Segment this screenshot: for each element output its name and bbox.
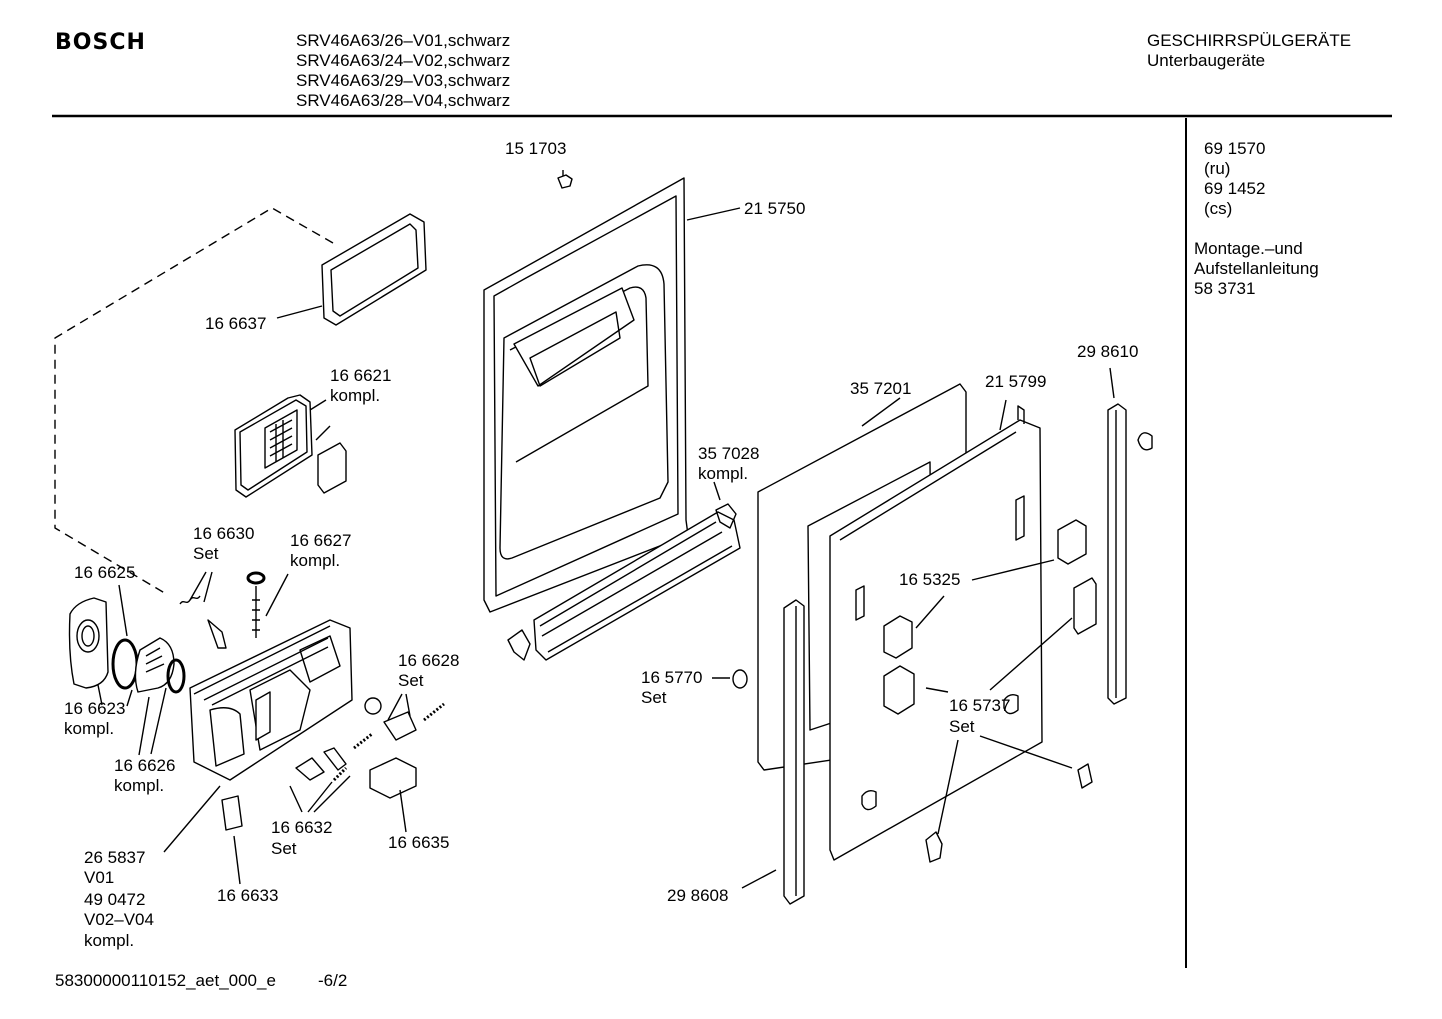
part-handle-front	[68, 584, 128, 689]
part-label: 35 7201	[850, 379, 912, 398]
part-lever	[207, 619, 227, 649]
part-dispenser-housing	[163, 619, 353, 853]
part-label: 21 5799	[985, 372, 1047, 391]
part-label: 16 5325	[899, 570, 961, 589]
footer-page: -6/2	[318, 971, 348, 990]
part-label: 16 6623	[64, 699, 126, 718]
part-seal-frame	[276, 213, 427, 326]
part-label: kompl.	[64, 719, 115, 738]
part-label: 16 6633	[217, 886, 279, 905]
part-label: 49 0472	[84, 890, 146, 909]
part-label: kompl.	[114, 776, 165, 795]
part-plug	[712, 669, 748, 689]
manual-title: Aufstellanleitung	[1194, 259, 1319, 278]
part-label: V02–V04	[84, 910, 154, 929]
part-label: 16 6627	[290, 531, 352, 550]
assembly-dashed-line	[54, 207, 334, 596]
doc-language: (cs)	[1204, 199, 1233, 218]
part-label: kompl.	[84, 931, 135, 950]
manual-title: Montage.–und	[1194, 239, 1303, 258]
part-side-strip-right	[1107, 367, 1153, 705]
part-label: kompl.	[290, 551, 341, 570]
part-label: 16 6630	[193, 524, 255, 543]
part-spring-set	[364, 693, 445, 741]
part-side-strip-left	[741, 599, 805, 905]
subcategory-title: Unterbaugeräte	[1147, 51, 1266, 70]
part-latch-set	[289, 732, 373, 813]
doc-number: 69 1452	[1204, 179, 1266, 198]
leader-lines	[189, 571, 213, 603]
part-label: 16 6628	[398, 651, 460, 670]
part-label: 15 1703	[505, 139, 567, 158]
part-label: 16 6635	[388, 833, 450, 852]
part-label: Set	[193, 544, 219, 563]
part-door-strip	[507, 481, 741, 661]
footer-doc-id: 58300000110152_aet_000_e	[55, 971, 276, 990]
doc-language: (ru)	[1204, 159, 1231, 178]
brand-logo: BOSCH	[55, 30, 146, 55]
model-line: SRV46A63/26–V01,schwarz	[296, 31, 511, 50]
part-dispenser-lid	[234, 394, 347, 498]
part-label: 35 7028	[698, 444, 760, 463]
leader-lines	[937, 735, 1073, 835]
model-line: SRV46A63/24–V02,schwarz	[296, 51, 511, 70]
part-label: 29 8608	[667, 886, 729, 905]
part-hinge-block	[1057, 519, 1087, 565]
part-label: Set	[271, 839, 297, 858]
part-label: 16 6621	[330, 366, 392, 385]
part-label: 16 5770	[641, 668, 703, 687]
part-label: Set	[398, 671, 424, 690]
part-label: Set	[949, 717, 975, 736]
part-label: 16 6632	[271, 818, 333, 837]
model-line: SRV46A63/29–V03,schwarz	[296, 71, 511, 90]
manual-number: 58 3731	[1194, 279, 1256, 298]
part-label: 16 6625	[74, 563, 136, 582]
part-pin	[246, 571, 289, 638]
leader-lines	[915, 559, 1073, 693]
part-hinge-plate	[1073, 577, 1097, 635]
part-bracket	[1077, 763, 1093, 789]
part-seal-ring	[111, 638, 139, 690]
part-label: 16 6637	[205, 314, 267, 333]
part-label: 26 5837	[84, 848, 146, 867]
part-label: 16 6626	[114, 756, 176, 775]
part-label: 16 5737	[949, 696, 1011, 715]
part-o-ring	[166, 658, 186, 694]
part-bracket	[925, 831, 943, 863]
part-outer-panel	[829, 399, 1043, 861]
part-label: 29 8610	[1077, 342, 1139, 361]
leader-line	[233, 835, 241, 885]
part-label: Set	[641, 688, 667, 707]
part-label: 21 5750	[744, 199, 806, 218]
part-label: kompl.	[698, 464, 749, 483]
part-door-inner	[483, 170, 741, 613]
part-label: V01	[84, 868, 115, 887]
part-clip	[221, 795, 243, 831]
doc-number: 69 1570	[1204, 139, 1266, 158]
model-line: SRV46A63/28–V04,schwarz	[296, 91, 511, 110]
leader-lines	[97, 684, 167, 756]
part-switch	[369, 757, 417, 833]
category-title: GESCHIRRSPÜLGERÄTE	[1147, 31, 1352, 50]
part-label: kompl.	[330, 386, 381, 405]
